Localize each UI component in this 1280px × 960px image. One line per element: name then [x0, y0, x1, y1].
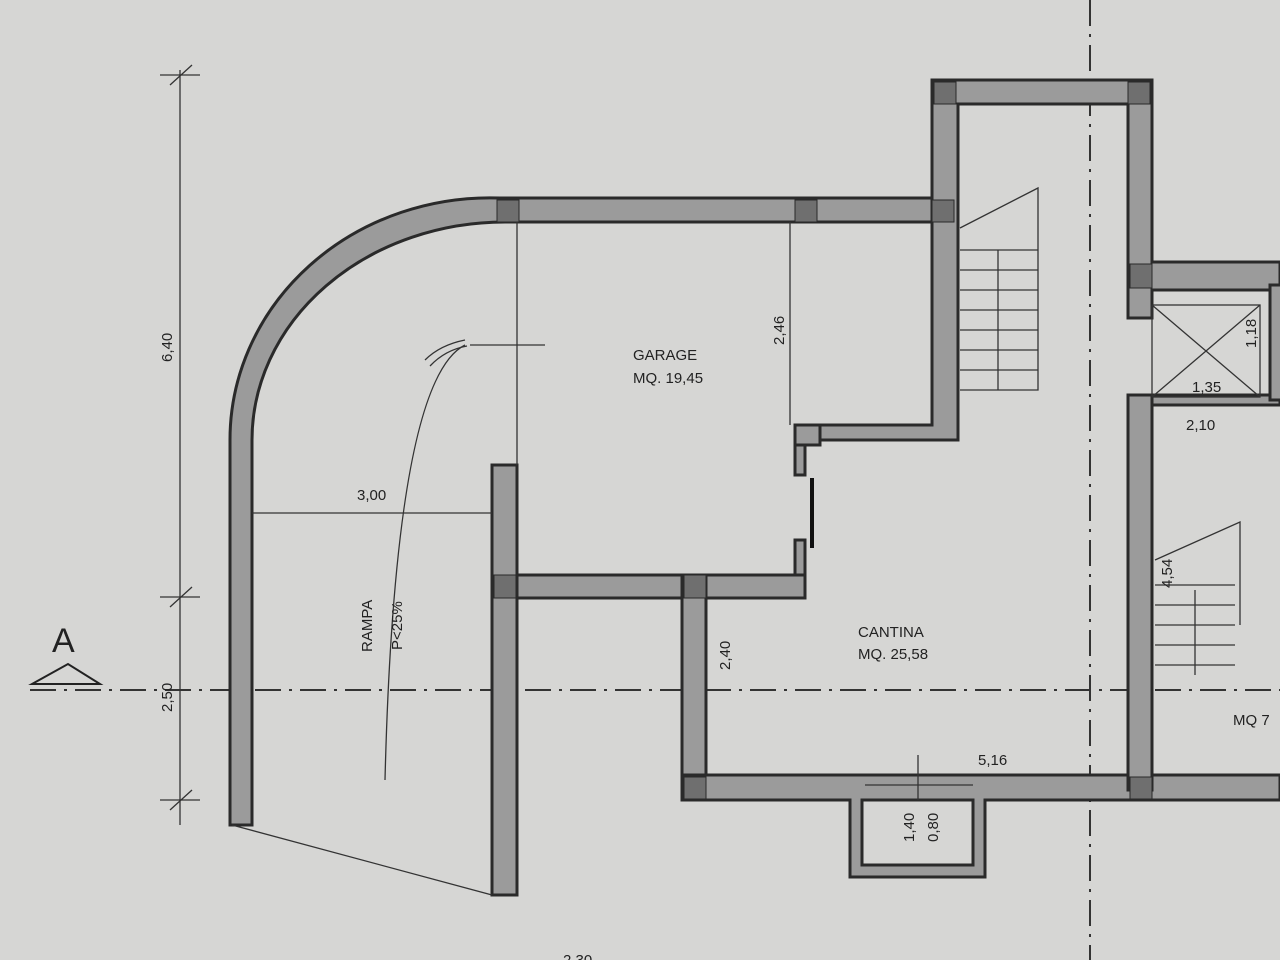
cantina-bottom-wall — [680, 773, 1280, 879]
ramp-arrow — [384, 344, 466, 781]
door-jamb-top-stub — [793, 443, 807, 477]
dim-lift-width: 1,35 — [1192, 379, 1221, 396]
section-marker: A — [28, 622, 104, 685]
garage-cantina-wall — [493, 573, 807, 600]
dim-total-height: 6,40 — [159, 333, 176, 362]
cantina-label: CANTINA — [858, 624, 924, 641]
columns — [493, 81, 1153, 800]
right-wall — [1268, 283, 1280, 402]
dimension-lines — [160, 64, 973, 825]
dim-bottom: 2,30 — [563, 952, 592, 960]
dim-lift-height: 1,18 — [1243, 319, 1260, 348]
dim-stair-length: 4,54 — [1159, 559, 1176, 588]
door-jamb-top — [793, 423, 822, 447]
cantina-area: MQ. 25,58 — [858, 646, 928, 663]
dim-niche-a: 1,40 — [901, 813, 918, 842]
ramp-label: RAMPA — [359, 600, 376, 652]
garage-label: GARAGE — [633, 347, 697, 364]
dim-niche-b: 0,80 — [925, 813, 942, 842]
ramp-slope: P<25% — [389, 601, 406, 650]
garage-area: MQ. 19,45 — [633, 370, 703, 387]
curved-ramp-wall — [228, 196, 942, 827]
hall-top-wall — [1150, 393, 1280, 407]
dim-hall-width: 2,10 — [1186, 417, 1215, 434]
dim-lower-height: 2,50 — [159, 683, 176, 712]
cantina-left-wall — [680, 573, 708, 802]
dim-cantina-left: 2,40 — [717, 641, 734, 670]
dim-garage-depth: 2,46 — [771, 316, 788, 345]
lift-shaft — [1151, 304, 1261, 398]
ramp-inner-wall — [490, 463, 519, 897]
right-room-area: MQ 7 — [1233, 712, 1270, 729]
stair-upper — [959, 186, 1039, 391]
dim-ramp-width: 3,00 — [357, 487, 386, 504]
stair-lower — [1154, 520, 1241, 675]
ramp-edge — [231, 824, 493, 896]
dim-cantina-width: 5,16 — [978, 752, 1007, 769]
svg-text:A: A — [52, 622, 75, 660]
hall-wall — [1126, 393, 1154, 792]
